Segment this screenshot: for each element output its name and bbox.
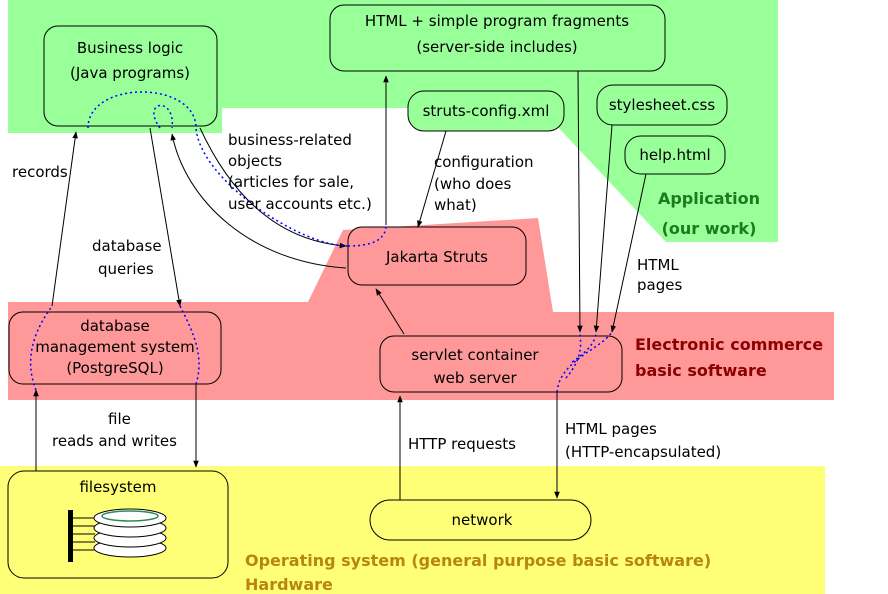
flow-dotted-struts [347,224,387,247]
application-title-1: Application [658,189,760,208]
html-pages-label-2: pages [637,276,682,294]
disk-stack-icon [68,508,167,562]
stylesheet-box [596,84,728,126]
file-rw-label-1: file [108,410,131,428]
records-label: records [12,163,68,181]
business-logic-line2: (Java programs) [70,64,190,82]
db-queries-label-1: database [92,237,162,255]
business-objects-label-4: user accounts etc.) [228,195,372,213]
dbms-line2: management system [35,338,194,356]
html-pages-http-label-1: HTML pages [565,420,657,438]
configuration-arrow [417,130,447,228]
configuration-label-2: (who does [434,175,511,193]
dbms-line3: (PostgreSQL) [66,359,163,377]
business-logic-box [43,25,218,127]
business-logic-line1: Business logic [77,39,183,57]
html-fragments-box [329,4,666,72]
db-queries-label-2: queries [98,260,154,278]
jakarta-struts-box [347,226,527,286]
stylesheet-to-servlet-arrow [593,124,613,333]
dbms-line1: database [80,317,150,335]
ecommerce-title-1: Electronic commerce [635,335,823,354]
db-queries-arrow [149,127,182,307]
os-title-1: Operating system (general purpose basic … [245,551,711,570]
filesystem-label: filesystem [79,478,156,496]
ecommerce-title-2: basic software [635,361,767,380]
servlet-to-struts-arrow [375,288,405,335]
network-box [369,499,592,541]
dbms-box [8,311,222,385]
help-box [624,135,726,175]
http-requests-label: HTTP requests [408,435,516,453]
html-pages-label-1: HTML [637,256,679,274]
os-title-2: Hardware [245,575,333,594]
html-fragments-line1: HTML + simple program fragments [365,12,629,30]
stylesheet-label: stylesheet.css [609,96,715,114]
records-arrow [51,131,78,307]
servlet-line2: web server [433,369,517,387]
html-fragments-line2: (server-side includes) [416,38,577,56]
business-objects-arrow [199,127,347,249]
struts-config-box [407,90,565,132]
help-to-servlet-arrow [610,173,647,333]
servlet-line1: servlet container [411,346,539,364]
configuration-label-3: what) [434,196,477,214]
network-label: network [452,511,513,529]
configuration-label-1: configuration [434,153,534,171]
struts-config-label: struts-config.xml [423,102,550,120]
business-objects-label-2: objects [228,152,282,170]
business-objects-label-1: business-related [228,131,352,149]
fragments-to-servlet-arrow [577,70,583,333]
jakarta-struts-label: Jakarta Struts [385,248,488,266]
html-pages-http-label-2: (HTTP-encapsulated) [565,443,721,461]
flow-dotted-business-inner [153,104,173,129]
business-objects-return-arrow [170,133,347,269]
application-title-2: (our work) [662,219,757,238]
file-rw-label-2: reads and writes [52,432,177,450]
help-label: help.html [639,146,710,164]
business-objects-label-3: (articles for sale, [228,173,354,191]
flow-dotted-dbms [30,305,200,391]
flow-dotted-servlet [556,331,613,393]
servlet-box [379,335,623,393]
